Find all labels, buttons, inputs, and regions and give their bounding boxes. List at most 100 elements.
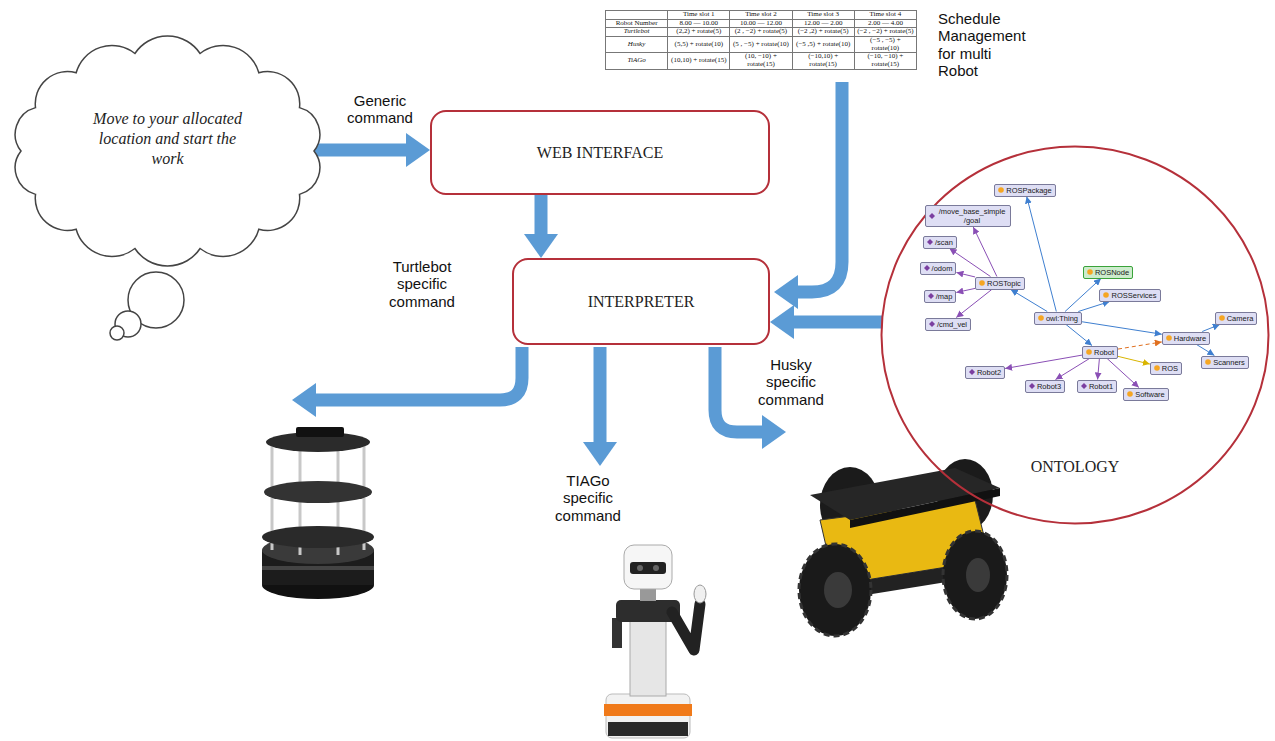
table-cell: (5 , −5) + rotate(10) [730, 37, 792, 53]
class-icon [979, 280, 985, 286]
ontology-label: Robot2 [977, 368, 1001, 377]
table-row: Turtlebot(2,2) + rotate(5)(2 , −2) + rot… [606, 28, 917, 37]
robot-band [604, 704, 692, 716]
class-icon [1038, 315, 1044, 321]
ontology-link [1082, 322, 1162, 334]
table-cell: 8.00 — 10.00 [668, 19, 730, 28]
class-icon [1219, 315, 1225, 321]
ontology-individual: /scan [923, 236, 957, 249]
table-cell: (−5 , −5) + rotate(10) [854, 37, 916, 53]
robot-face [630, 562, 666, 574]
class-icon [1154, 365, 1160, 371]
table-cell: Robot Number [606, 19, 668, 28]
ontology-class: Camera [1215, 312, 1258, 325]
table-cell [606, 11, 668, 20]
table-text: (10, −10) + rotate(15) [732, 53, 789, 68]
ontology-label: owl:Thing [1046, 314, 1078, 323]
table-text: Time slot 3 [795, 11, 852, 19]
command-arrow [594, 347, 607, 442]
ontology-label: ROSTopic [987, 279, 1021, 288]
ontology-link [956, 288, 975, 292]
individual-diamond [924, 265, 930, 271]
ontology-label: ROSPackage [1006, 186, 1051, 195]
ontology-class: ROSNode [1083, 266, 1133, 279]
robot-hub [966, 558, 990, 592]
class-dot [1166, 335, 1172, 341]
ontology-link [973, 227, 997, 277]
class-dot [1038, 315, 1044, 321]
table-text: 2.00 — 4.00 [857, 20, 914, 28]
ontology-link [956, 272, 975, 277]
individual-diamond [928, 293, 934, 299]
process-box: INTERPRETER [512, 258, 770, 345]
ontology-label: /odom [932, 264, 953, 273]
ontology-individual: Robot3 [1025, 380, 1065, 393]
cloud-shape [15, 36, 320, 266]
ontology-label: /scan [935, 238, 953, 247]
class-icon [1087, 269, 1093, 275]
individual-diamond [1081, 383, 1087, 389]
robot-base [608, 722, 688, 736]
schedule-arrow [798, 82, 842, 292]
robot-arm [672, 604, 700, 650]
ontology-class: Robot [1082, 346, 1118, 359]
class-dot [1104, 292, 1110, 298]
ontology-label: Hardware [1174, 334, 1207, 343]
class-icon [1103, 292, 1109, 298]
ontology-link [1202, 325, 1220, 332]
individual-icon [924, 265, 930, 271]
table-cell: 12.00 — 2.00 [792, 19, 854, 28]
ontology-class: owl:Thing [1034, 312, 1082, 325]
table-cell: (−5 ,5) + rotate(10) [792, 37, 854, 53]
individual-diamond [969, 369, 975, 375]
table-cell: 2.00 — 4.00 [854, 19, 916, 28]
ontology-link [1118, 342, 1162, 349]
table-cell: (−2 ,2) + rotate(5) [792, 28, 854, 37]
table-text: Time slot 4 [857, 11, 914, 19]
schedule-table: Time slot 1Time slot 2Time slot 3Time sl… [605, 10, 917, 70]
ontology-label: ROS [1162, 364, 1178, 373]
table-text: (5,5) + rotate(10) [670, 41, 727, 49]
table-text: (−2 , −2) + rotate(5) [857, 28, 914, 36]
command-arrow [715, 347, 762, 432]
robot-bumper [262, 566, 374, 570]
robot-hand [694, 585, 706, 603]
table-cell: (10,10) + rotate(15) [668, 53, 730, 69]
table-cell: Time slot 3 [792, 11, 854, 20]
table-text: 8.00 — 10.00 [670, 20, 727, 28]
block-arrow [794, 316, 882, 329]
robot-sensor [296, 427, 344, 437]
ontology-individual: Robot1 [1077, 380, 1117, 393]
command-arrow [316, 347, 522, 400]
ontology-individual: Robot2 [965, 366, 1005, 379]
ontology-class: ROSTopic [975, 277, 1025, 290]
ontology-outline [882, 147, 1269, 524]
ontology-link [1066, 325, 1092, 346]
table-text: (−5 ,5) + rotate(10) [795, 41, 852, 49]
table-text: TiAGo [608, 57, 665, 65]
robot-plate [850, 488, 1000, 528]
arrow-label: Turtlebot specific command [380, 258, 464, 310]
table-cell: (2,2) + rotate(5) [668, 28, 730, 37]
table-text: Time slot 2 [732, 11, 789, 19]
ontology-class: ROSPackage [994, 184, 1055, 197]
ontology-link [1118, 356, 1150, 364]
ontology-label: Scanners [1213, 358, 1245, 367]
node-text: WEB INTERFACE [537, 144, 663, 162]
individual-icon [927, 239, 933, 245]
ontology-label: /map [936, 292, 953, 301]
robot-arm [612, 618, 622, 648]
class-dot [1086, 349, 1092, 355]
block-arrow [314, 144, 406, 157]
table-text: Turtlebot [608, 28, 665, 36]
robot-eye [653, 565, 659, 571]
class-icon [1166, 335, 1172, 341]
table-row: Time slot 1Time slot 2Time slot 3Time sl… [606, 11, 917, 20]
ontology-link [1005, 355, 1082, 368]
ontology-class: Hardware [1162, 332, 1211, 345]
individual-diamond [929, 213, 935, 219]
individual-diamond [927, 239, 933, 245]
ontology-label: /move_base_simple /goal [937, 207, 1007, 225]
table-text: (−10,10) + rotate(15) [795, 53, 852, 68]
table-text: (−10, −10) + rotate(15) [857, 53, 914, 68]
